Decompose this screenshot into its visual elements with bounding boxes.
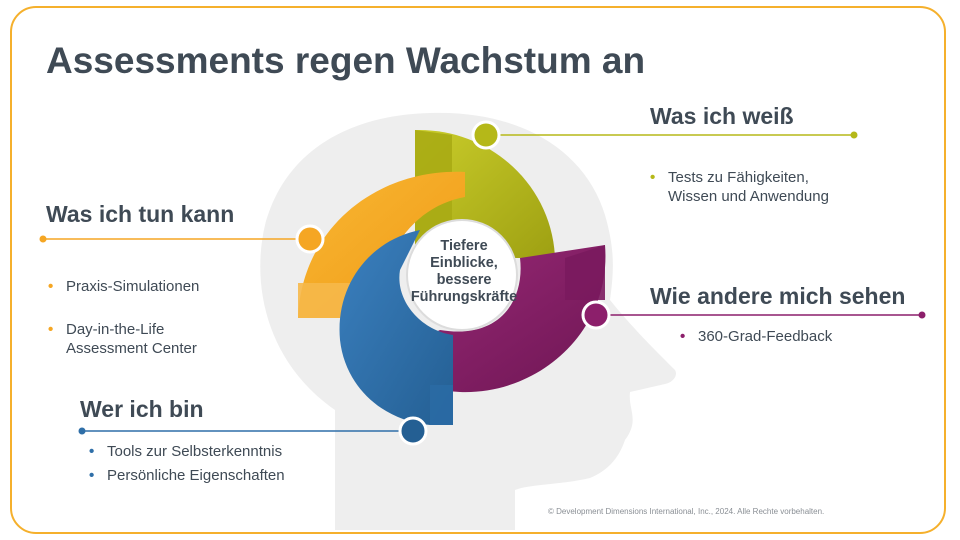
node-was-ich-weiss [471, 120, 501, 150]
bullet-item: • Persönliche Eigenschaften [89, 466, 285, 485]
bullet-item: • Tools zur Selbsterkenntnis [89, 442, 285, 461]
copyright-notice: © Development Dimensions International, … [548, 507, 825, 516]
bullet-dot: • [48, 321, 54, 338]
bullet-text: 360-Grad-Feedback [698, 328, 833, 345]
bullet-text: Tests zu Fähigkeiten, Wissen und Anwendu… [668, 169, 829, 205]
heading-was-ich-tun-kann: Was ich tun kann [46, 201, 235, 227]
node-was-ich-tun-kann [295, 224, 325, 254]
center-label-line3: bessere [436, 272, 492, 288]
bullet-dot: • [89, 443, 95, 460]
bullet-dot: • [48, 278, 54, 295]
segment-wer-ich-bin [339, 230, 453, 425]
bullet-dot: • [89, 467, 95, 484]
node-wer-ich-bin [398, 416, 428, 446]
bullet-text: Day-in-the-Life Assessment Center [66, 321, 197, 357]
bullet-text: Tools zur Selbsterkenntnis [107, 443, 283, 460]
bullets-wer-ich-bin: • Tools zur Selbsterkenntnis • Persönliche… [89, 442, 285, 490]
center-label: Tiefere Einblicke, bessere Führungskräft… [404, 238, 524, 306]
segment-was-ich-tun-kann [298, 171, 465, 318]
connector-end-wer-ich-bin [78, 427, 86, 435]
connector-end-was-ich-tun-kann [39, 235, 47, 243]
connector-end-was-ich-weiss [850, 131, 858, 139]
bullets-was-ich-tun-kann: • Praxis-Simulationen • Day-in-the-Life As… [48, 258, 199, 382]
bullet-item: • Praxis-Simulationen [48, 277, 199, 296]
heading-wer-ich-bin: Wer ich bin [80, 396, 204, 422]
segment-wer-ich-bin-fold [430, 385, 453, 425]
center-label-line4: Führungskräfte [410, 289, 518, 305]
center-label-line1: Tiefere [440, 238, 488, 254]
center-label-line2: Einblicke, [430, 255, 498, 271]
bullet-item: • Tests zu Fähigkeiten, Wissen und Anwend… [650, 168, 829, 206]
bullet-dot: • [680, 328, 686, 345]
node-wie-andere-mich-sehen [581, 300, 611, 330]
bullet-text: Praxis-Simulationen [66, 278, 200, 295]
bullets-wie-andere-mich-sehen: • 360-Grad-Feedback [680, 327, 832, 351]
heading-wie-andere-mich-sehen: Wie andere mich sehen [650, 283, 906, 309]
bullet-text: Persönliche Eigenschaften [107, 467, 285, 484]
bullet-item: • 360-Grad-Feedback [680, 327, 832, 346]
heading-was-ich-weiss: Was ich weiß [650, 103, 794, 129]
bullet-dot: • [650, 169, 656, 186]
center-circle [406, 219, 518, 331]
segment-wie-andere-mich-sehen-fold [565, 245, 605, 300]
connector-end-wie-andere-mich-sehen [918, 311, 926, 319]
slide-title: Assessments regen Wachstum an [46, 40, 646, 81]
bullet-item: • Day-in-the-Life Assessment Center [48, 320, 199, 358]
bullets-was-ich-weiss: • Tests zu Fähigkeiten, Wissen und Anwend… [650, 149, 829, 230]
